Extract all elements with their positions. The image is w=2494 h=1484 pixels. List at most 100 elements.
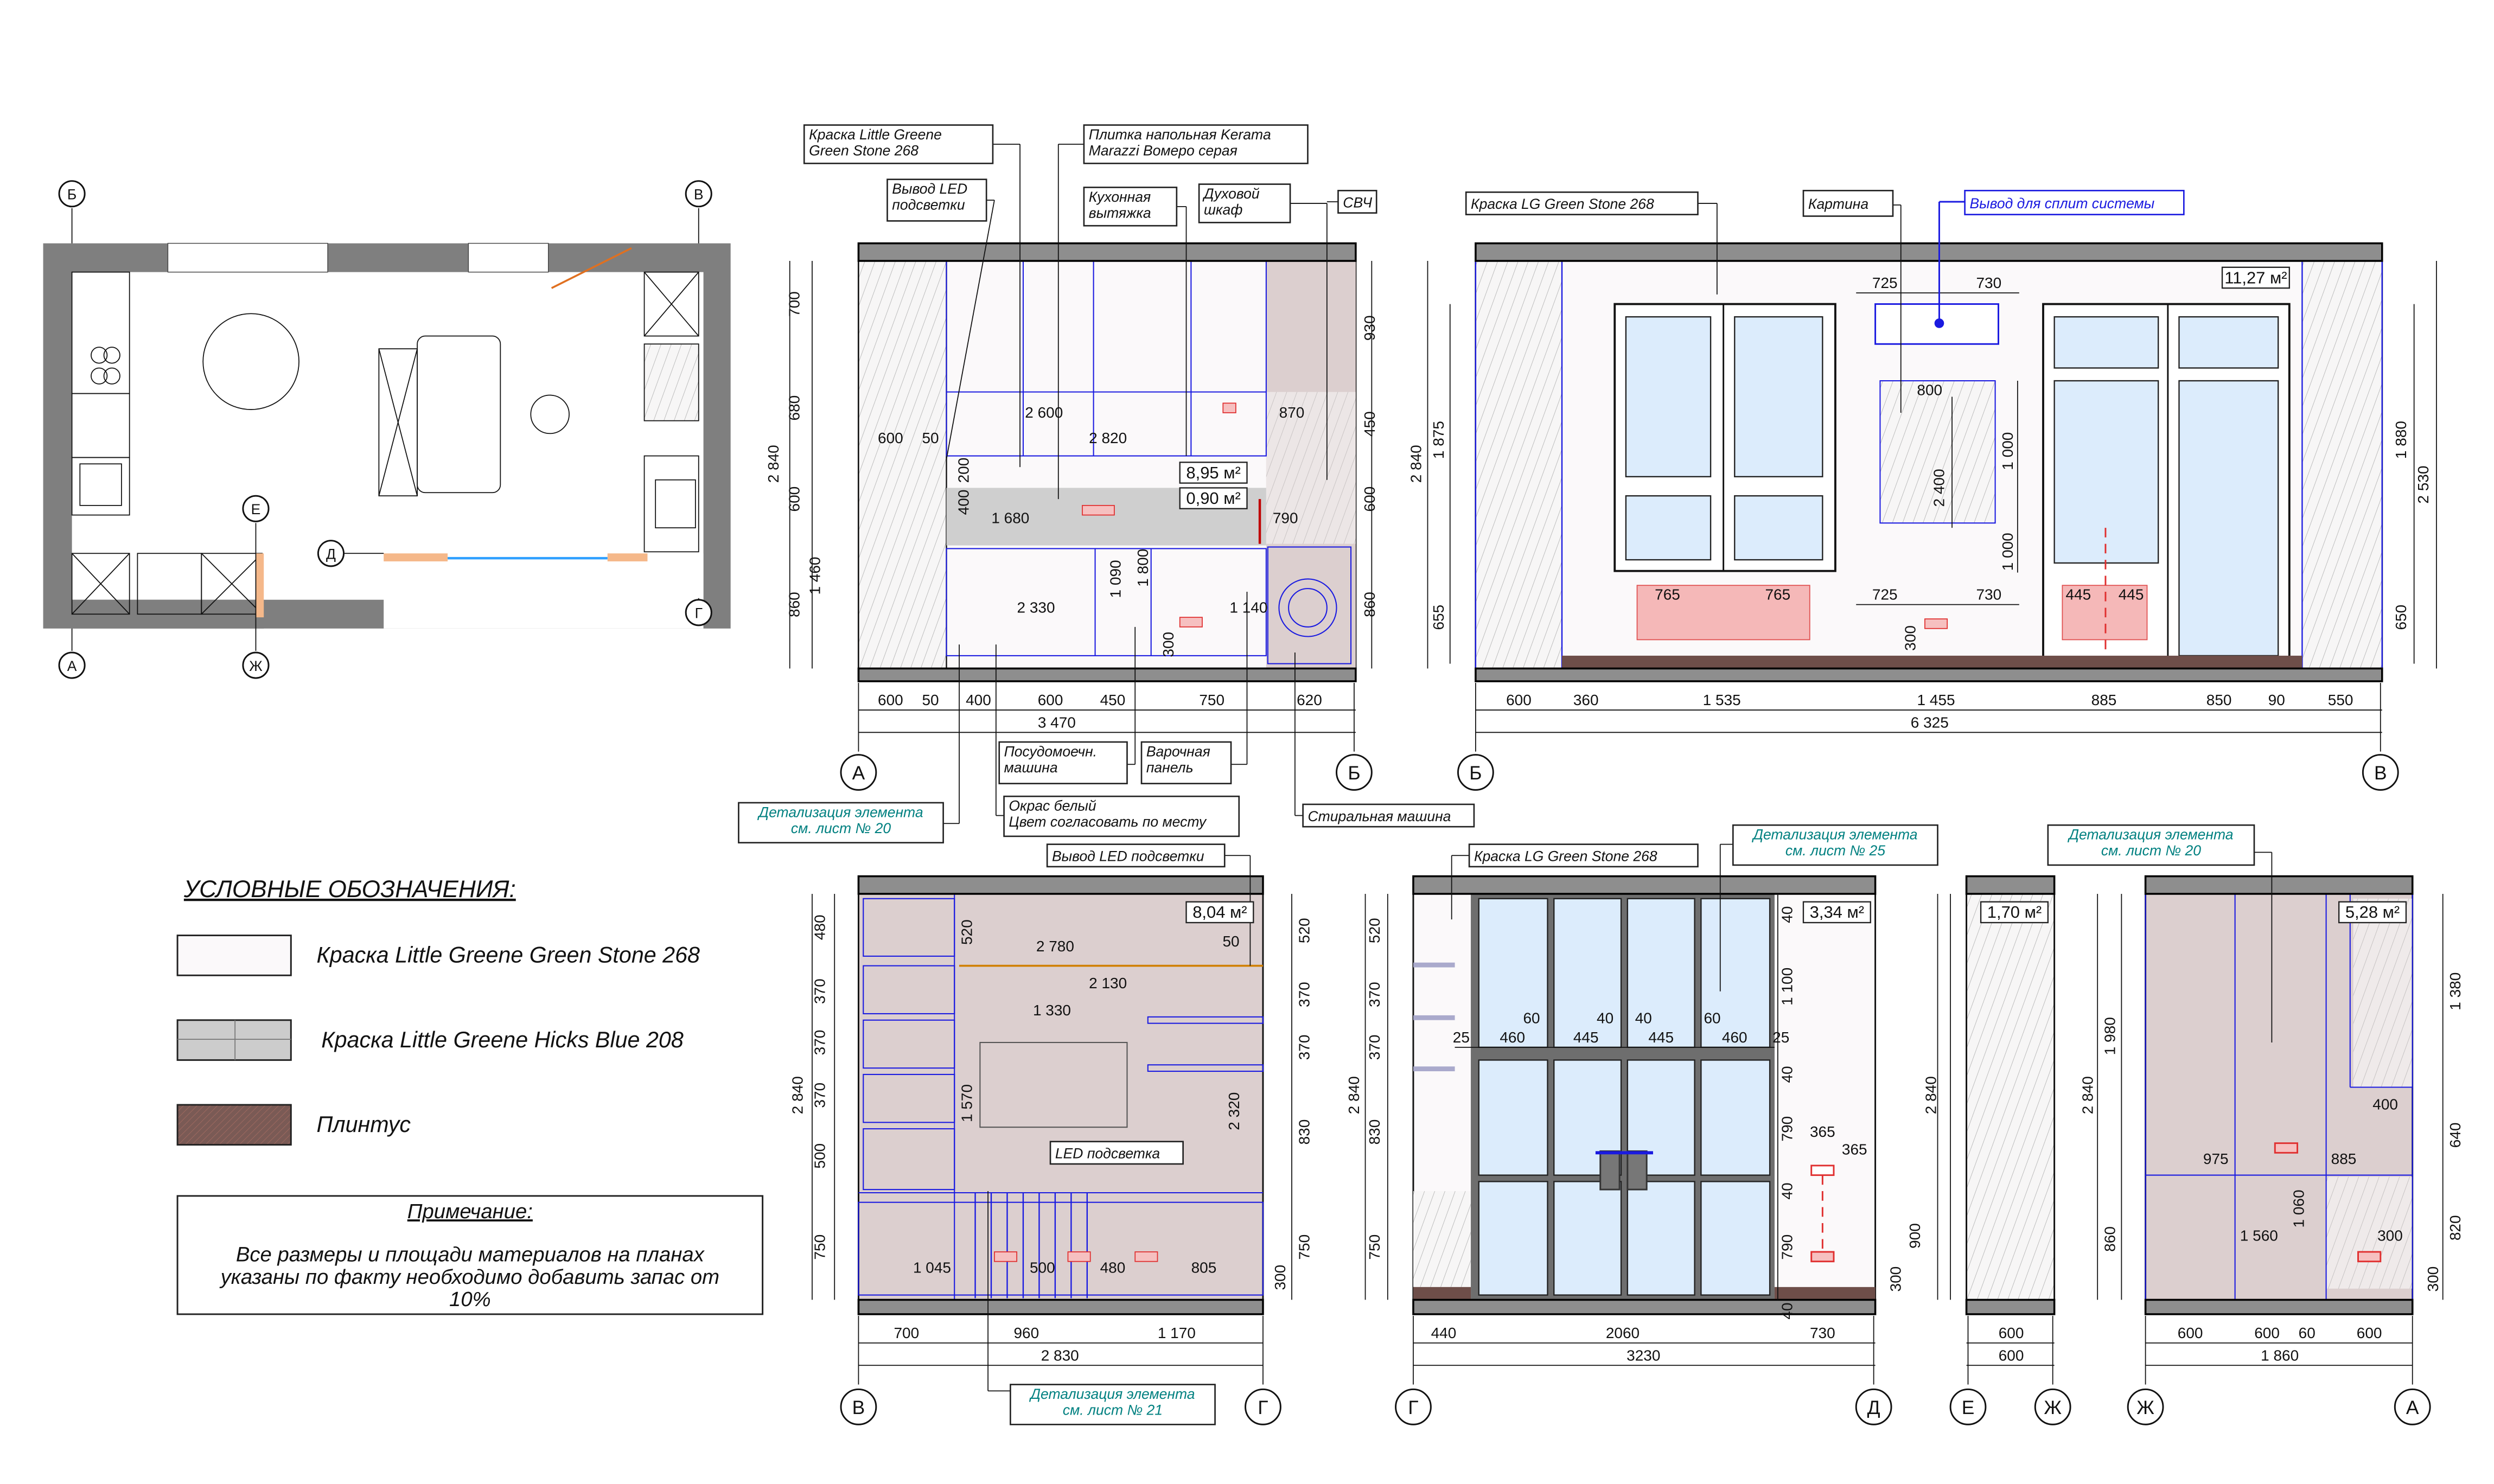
callout-box (1732, 824, 1938, 866)
dimension-label: 450 (1361, 411, 1378, 437)
dimension-label: 445 (1648, 1029, 1674, 1046)
axis-marker-circle (1949, 1388, 1987, 1425)
callout-text: Духовой (1202, 186, 1260, 202)
dimension-label: 40 (1778, 1182, 1795, 1199)
dimension-label: 600 (878, 430, 903, 446)
dimension-label: 730 (1810, 1325, 1835, 1341)
dimension-label: 885 (2331, 1150, 2357, 1167)
axis-marker-circle (58, 180, 86, 208)
callout-text: Стиральная машина (1307, 808, 1451, 824)
dimension-label: 300 (1887, 1266, 1904, 1292)
dimension-label: 790 (1778, 1234, 1795, 1260)
axis-marker-circle (317, 540, 345, 567)
axis-label: Г (1408, 1397, 1418, 1418)
dimension-label: 650 (2393, 605, 2409, 630)
dimension-label: 765 (1765, 586, 1790, 603)
callout-box (1010, 1384, 1216, 1425)
axis-marker-circle (242, 651, 270, 679)
dimension-label: 860 (786, 592, 802, 617)
dimension-label: 725 (1872, 274, 1898, 291)
callout-text: Marazzi Вомеро серая (1089, 143, 1238, 159)
dimension-label: 1 330 (1033, 1002, 1071, 1019)
dimension-label: 500 (1030, 1259, 1055, 1276)
dimension-label: 300 (2425, 1266, 2441, 1292)
dimension-label: 700 (894, 1325, 919, 1341)
dimension-label: 400 (2372, 1096, 2398, 1113)
callout-text: Плитка напольная Kerama (1089, 126, 1271, 143)
axis-label: Е (251, 501, 261, 517)
dimension-label: 730 (1976, 586, 2001, 603)
area-value: 8,04 м² (1192, 903, 1247, 922)
dimension-label: 2 840 (1923, 1076, 1940, 1114)
dimension-label: 2060 (1606, 1325, 1640, 1341)
axis-marker-circle (685, 180, 712, 208)
dimension-label: 1 455 (1917, 692, 1955, 708)
callout-box (1964, 190, 2185, 215)
dimension-label: 1 045 (913, 1259, 951, 1276)
callout-box (1046, 843, 1226, 868)
note-line: 10% (449, 1288, 491, 1311)
axis-marker-circle (2362, 754, 2399, 791)
callout-text: Вывод для сплит системы (1969, 195, 2154, 212)
callout-text: Варочная (1146, 744, 1210, 760)
dimension-label: 800 (1917, 382, 1942, 399)
dimension-label: 480 (812, 914, 828, 940)
dimension-label: 300 (1272, 1265, 1289, 1290)
callout-box (1003, 795, 1240, 837)
floor-plan (43, 208, 731, 651)
dimension-label: 2 530 (2415, 466, 2432, 504)
axis-marker-circle (58, 651, 86, 679)
dimension-label: 1 460 (807, 557, 824, 595)
dimension-label: 1 000 (1999, 432, 2016, 470)
dimension-label: 300 (2377, 1227, 2403, 1244)
dimension-label: 900 (1906, 1223, 1923, 1249)
dimension-label: 1 860 (2261, 1347, 2299, 1364)
callout-text: Цвет согласовать по месту (1009, 814, 1207, 830)
dimension-label: 2 820 (1089, 430, 1127, 446)
dimension-label: 700 (786, 291, 802, 317)
dimension-label: 1 800 (1134, 549, 1151, 587)
dimension-label: 60 (1523, 1010, 1540, 1027)
dimension-label: 2 840 (789, 1076, 806, 1114)
callout-text: шкаф (1204, 202, 1242, 218)
legend-swatch-green-stone (176, 935, 292, 976)
legend: УСЛОВНЫЕ ОБОЗНАЧЕНИЯ: Краска Little Gree… (176, 876, 764, 1315)
dimension-label: 370 (1366, 1034, 1383, 1060)
callout-box (886, 178, 987, 222)
axis-label: Б (1469, 763, 1482, 784)
axis-marker-circle (1457, 754, 1494, 791)
callout-box (1465, 191, 1699, 215)
area-value: 8,95 м² (1186, 463, 1240, 482)
dimension-label: 300 (1902, 625, 1918, 651)
dimension-label: 805 (1191, 1259, 1217, 1276)
callout-box (803, 124, 994, 164)
callout-text: Детализация элемента (1751, 827, 1917, 843)
dimension-label: 960 (1013, 1325, 1039, 1341)
dimension-label: 60 (2299, 1325, 2316, 1341)
dimension-label: 520 (959, 919, 975, 945)
dimension-label: 360 (1573, 692, 1599, 708)
dimension-label: 40 (1778, 1302, 1795, 1319)
callout-text: СВЧ (1343, 194, 1372, 210)
dimension-label: 1 100 (1778, 968, 1795, 1006)
elevation-v-g (812, 855, 1292, 1392)
dimension-label: 600 (2254, 1325, 2280, 1341)
dimension-label: 975 (2203, 1150, 2229, 1167)
dimension-label: 600 (1361, 487, 1378, 512)
callout-text: см. лист № 20 (791, 820, 891, 836)
callout-box (1140, 741, 1232, 784)
dimension-label: 2 330 (1017, 599, 1055, 616)
dimension-label: 765 (1655, 586, 1680, 603)
dimension-label: 40 (1778, 906, 1795, 923)
area-tag-box (2221, 266, 2290, 289)
axis-label: А (852, 763, 865, 784)
elevation-b-v (1427, 201, 2437, 752)
axis-label: Д (326, 546, 336, 562)
note-line: Все размеры и площади материалов на план… (236, 1243, 705, 1266)
dimension-label: 1 980 (2102, 1017, 2119, 1055)
dimension-label: 600 (2357, 1325, 2382, 1341)
dimension-label: 200 (955, 458, 972, 483)
area-tag-box (1179, 462, 1248, 484)
axis-marker-circle (2127, 1388, 2164, 1425)
axis-marker-circle (242, 495, 270, 522)
